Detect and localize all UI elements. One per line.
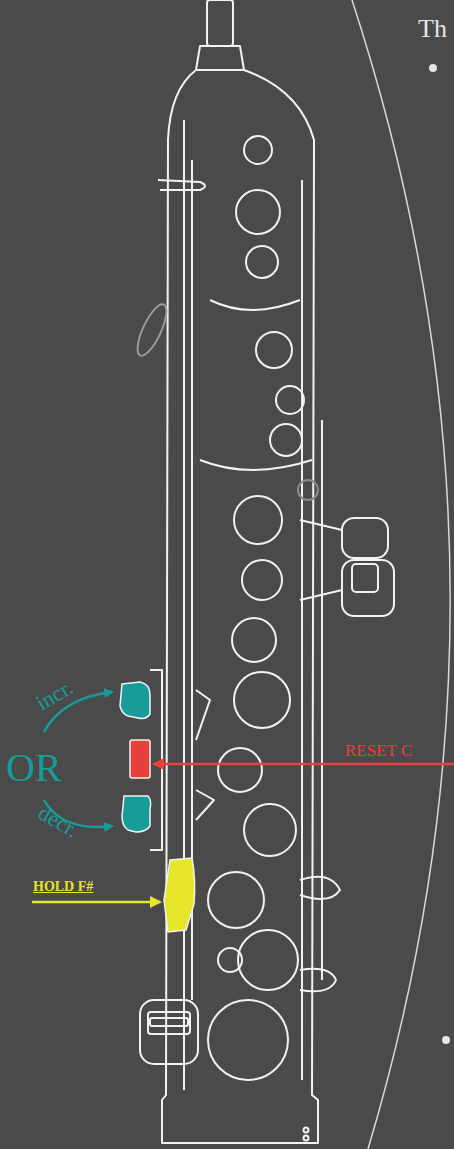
octave-key	[158, 180, 205, 190]
bullet	[442, 1036, 450, 1044]
hold-label: HOLD F#	[33, 880, 93, 894]
key-arm	[200, 300, 312, 470]
screw	[304, 1136, 309, 1141]
neck	[207, 0, 233, 46]
key-guard	[300, 877, 340, 899]
decr-label: decr.	[35, 801, 83, 841]
side-key	[342, 560, 394, 616]
tone-hole	[276, 386, 304, 414]
tone-hole	[218, 948, 242, 972]
hold-arrow	[32, 901, 160, 904]
side-key-arm	[300, 520, 342, 600]
tone-hole	[208, 872, 264, 928]
key-rod	[301, 180, 303, 1080]
incr-label: incr.	[33, 676, 77, 714]
bullet	[429, 64, 437, 72]
yellow-key	[164, 858, 195, 932]
tone-hole	[232, 618, 276, 662]
sax-outline	[140, 0, 394, 1143]
tone-hole	[208, 1000, 288, 1080]
teal-key	[122, 796, 151, 832]
key-stack-frame	[150, 670, 162, 850]
heading-fragment: Th	[418, 16, 447, 42]
page-arc	[352, 0, 450, 1149]
tone-hole	[234, 672, 290, 728]
tone-hole	[236, 190, 280, 234]
low-key	[150, 1018, 188, 1026]
thumb-key	[298, 480, 318, 500]
side-key	[352, 564, 378, 592]
key-arm	[196, 690, 214, 820]
screw	[304, 1128, 309, 1133]
tone-hole	[256, 332, 292, 368]
tone-hole	[244, 136, 272, 164]
tone-hole	[234, 496, 282, 544]
body	[162, 70, 318, 1143]
tone-hole	[244, 804, 296, 856]
or-label: OR	[6, 748, 62, 788]
tone-hole	[270, 424, 302, 456]
key-guard	[300, 969, 336, 992]
tone-hole	[242, 560, 282, 600]
reset-label: RESET C	[345, 742, 412, 759]
low-key	[148, 1012, 190, 1034]
low-key-guard	[140, 1000, 198, 1064]
tone-hole	[238, 930, 298, 990]
reset-arrow	[154, 763, 454, 766]
side-key	[342, 518, 388, 558]
tone-hole	[218, 748, 262, 792]
tone-hole	[246, 246, 278, 278]
red-key	[130, 740, 150, 778]
key-rod	[183, 120, 185, 1090]
neck-joint	[196, 46, 244, 70]
key-rod	[321, 420, 323, 980]
teal-key	[120, 682, 150, 719]
thumb-rest	[132, 301, 172, 359]
